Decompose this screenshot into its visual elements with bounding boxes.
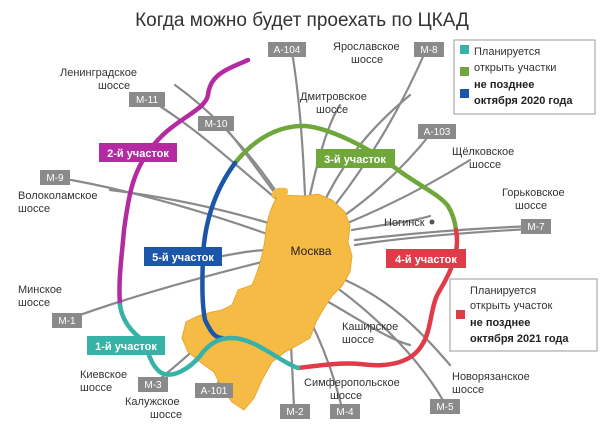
- svg-text:М-2: М-2: [286, 407, 304, 418]
- map-title: Когда можно будет проехать по ЦКАД: [135, 10, 469, 31]
- road-m9: [58, 176, 272, 237]
- moscow-territory: Москва: [181, 187, 353, 411]
- shield-m7: М-7: [521, 219, 551, 234]
- legend-2020-bold2: октября 2020 года: [474, 95, 573, 107]
- moscow-label: Москва: [291, 244, 332, 258]
- shield-m9: М-9: [40, 170, 70, 185]
- shield-a103: А-103: [418, 124, 456, 139]
- road-volokolamskoe: [108, 188, 277, 227]
- legend-swatch-red: [456, 310, 465, 319]
- section-1-label: 1-й участок: [87, 336, 165, 355]
- legend-2021: Планируется открыть участок не позднее о…: [449, 278, 598, 352]
- legend-2021-line2: открыть участок: [470, 300, 552, 312]
- svg-text:М-8: М-8: [420, 45, 438, 56]
- shield-m4: М-4: [330, 404, 360, 419]
- svg-text:5-й участок: 5-й участок: [152, 252, 214, 264]
- legend-2021-bold2: октября 2021 года: [470, 333, 569, 345]
- svg-text:А-104: А-104: [274, 45, 301, 56]
- shield-m5: М-5: [430, 399, 460, 414]
- svg-text:М-9: М-9: [46, 173, 64, 184]
- road-leningradskoe: [173, 83, 287, 207]
- legend-2020-line1: Планируется: [474, 46, 540, 58]
- legend-2021-line1: Планируется: [470, 285, 536, 297]
- road-m8: [333, 48, 428, 207]
- shield-m8: М-8: [414, 42, 444, 57]
- svg-text:А-103: А-103: [424, 127, 451, 138]
- legend-swatch-blue: [460, 89, 469, 98]
- shield-m2: М-2: [280, 404, 310, 419]
- svg-text:М-10: М-10: [205, 119, 228, 130]
- section-labels: 2-й участок 3-й участок 5-й участок 4-й …: [87, 143, 466, 355]
- svg-text:М-4: М-4: [336, 407, 354, 418]
- road-east-spur: [350, 214, 432, 232]
- svg-text:А-101: А-101: [201, 386, 228, 397]
- ring-section-4: [295, 227, 460, 371]
- ring-section-5: [200, 160, 238, 341]
- svg-text:М-5: М-5: [436, 402, 454, 413]
- road-dmitrovskoe: [308, 103, 342, 197]
- moscow-area: [181, 193, 353, 411]
- moscow-north-bump: [271, 187, 289, 198]
- road-a104: [290, 50, 307, 197]
- road-m5: [338, 288, 446, 404]
- legend-2020-line2: открыть участки: [474, 62, 556, 74]
- shield-m10: М-10: [198, 116, 234, 131]
- road-novoryazanskoe: [343, 278, 452, 367]
- legend-2021-bold1: не позднее: [470, 317, 530, 329]
- svg-text:3-й участок: 3-й участок: [324, 154, 386, 166]
- shield-m3: М-3: [138, 377, 168, 392]
- shield-m1: М-1: [52, 313, 82, 328]
- svg-text:1-й участок: 1-й участок: [95, 341, 157, 353]
- shield-a104: А-104: [268, 42, 306, 57]
- road-gorkovskoe: [353, 224, 537, 242]
- svg-text:М-11: М-11: [136, 95, 158, 106]
- svg-text:4-й участок: 4-й участок: [395, 254, 457, 266]
- section-5-label: 5-й участок: [144, 247, 222, 266]
- svg-text:М-7: М-7: [527, 222, 545, 233]
- shield-m11: М-11: [129, 92, 165, 107]
- road-kashirskoe: [323, 298, 412, 347]
- legend-swatch-green: [460, 67, 469, 76]
- svg-text:М-1: М-1: [58, 316, 76, 327]
- section-3-label: 3-й участок: [316, 149, 395, 168]
- road-m7: [353, 226, 550, 247]
- legend-2020-bold1: не позднее: [474, 79, 534, 91]
- svg-text:М-3: М-3: [144, 380, 162, 391]
- road-m1: [64, 260, 264, 322]
- highway-shields: А-104 М-8 М-11 М-10 А-103 М-9 М-7 М-1 М-…: [40, 42, 551, 419]
- svg-text:2-й участок: 2-й участок: [107, 148, 169, 160]
- noginsk-label: Ногинск: [384, 217, 425, 229]
- legend-swatch-teal: [460, 45, 469, 54]
- legend-2020: Планируется открыть участки не позднее о…: [453, 39, 596, 115]
- section-4-label: 4-й участок: [386, 249, 466, 268]
- shield-a101: А-101: [195, 383, 233, 398]
- section-2-label: 2-й участок: [99, 143, 177, 162]
- road-shchelkovskoe: [348, 158, 472, 224]
- road-a103: [343, 130, 434, 217]
- noginsk-marker: Ногинск: [384, 217, 435, 229]
